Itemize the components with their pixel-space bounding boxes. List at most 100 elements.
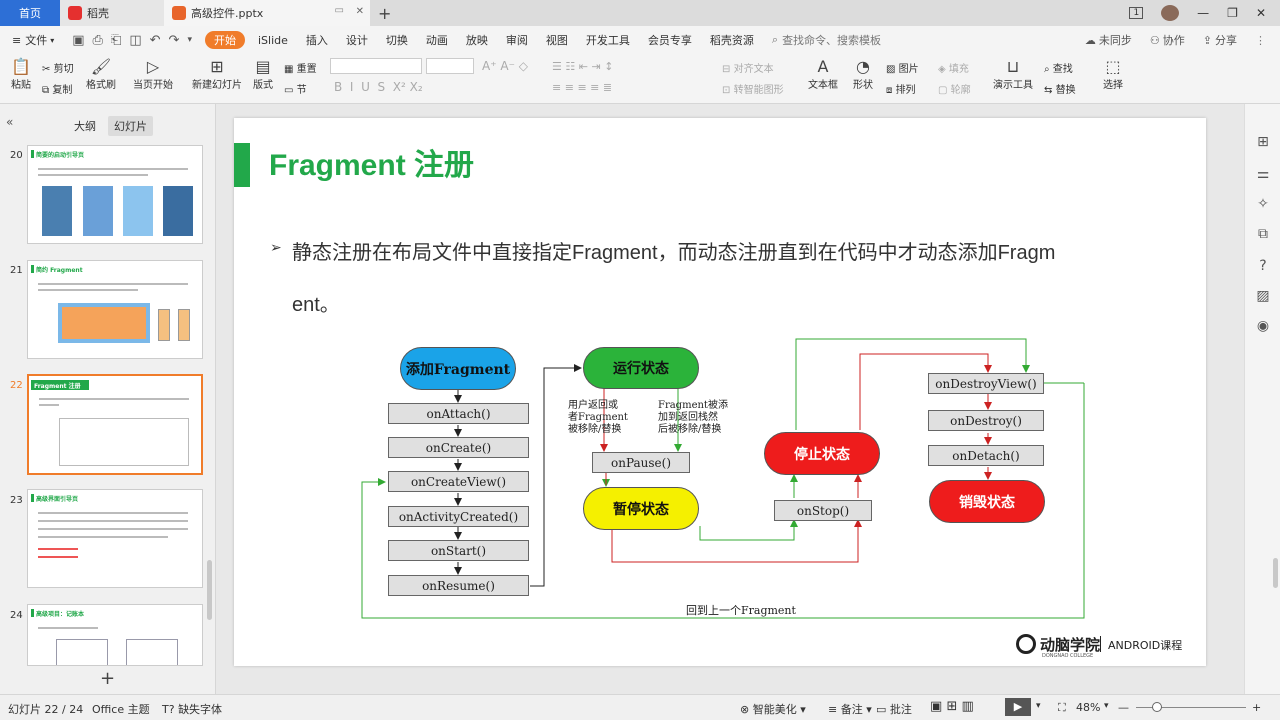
- notes-button[interactable]: ≡ 备注 ▾: [828, 703, 872, 716]
- monitor-icon[interactable]: ▭: [334, 5, 344, 16]
- reading-view-icon[interactable]: ▥: [961, 699, 974, 714]
- cut-button[interactable]: ✂ 剪切: [42, 60, 74, 75]
- help-icon[interactable]: ?: [1259, 258, 1267, 274]
- collapse-panel-icon[interactable]: «: [6, 115, 14, 129]
- superscript-icon[interactable]: X²: [392, 80, 406, 94]
- save-icon[interactable]: ▣: [72, 32, 85, 48]
- command-search[interactable]: ⌕查找命令、搜索模板: [763, 26, 890, 54]
- align-left-icon[interactable]: ≡: [552, 81, 562, 94]
- bold-icon[interactable]: B: [334, 80, 343, 94]
- slide-thumbnail-21[interactable]: 简约 Fragment: [27, 260, 203, 359]
- shape-button[interactable]: ◔形状: [848, 58, 878, 92]
- align-right-icon[interactable]: ≡: [577, 81, 587, 94]
- line-spacing-icon[interactable]: ↕: [604, 60, 614, 73]
- menu-view[interactable]: 视图: [537, 26, 577, 54]
- slide-canvas[interactable]: Fragment 注册 ➢ 静态注册在布局文件中直接指定Fragment，而动态…: [234, 118, 1206, 666]
- replace-button[interactable]: ⇆ 替换: [1044, 81, 1076, 96]
- slide-thumbnail-20[interactable]: 简要的启动引导页: [27, 145, 203, 244]
- menu-insert[interactable]: 插入: [297, 26, 337, 54]
- zoom-dropdown-icon[interactable]: ▾: [1104, 701, 1109, 711]
- paste-button[interactable]: 📋粘贴: [8, 58, 34, 92]
- select-button[interactable]: ⬚选择: [1096, 58, 1130, 92]
- window-badge[interactable]: 1: [1129, 7, 1144, 19]
- zoom-out-icon[interactable]: —: [1118, 701, 1129, 714]
- font-grow-icon[interactable]: A⁺: [482, 59, 497, 73]
- menu-islide[interactable]: iSlide: [249, 26, 297, 54]
- copy-panel-icon[interactable]: ⧉: [1258, 226, 1268, 242]
- customize-icon[interactable]: ▾: [187, 35, 192, 45]
- preview-icon[interactable]: ◫: [129, 32, 142, 48]
- file-menu[interactable]: ≡文件▾: [0, 26, 63, 54]
- bullet-list-icon[interactable]: ☰: [552, 60, 562, 73]
- align-text-button[interactable]: ⊟ 对齐文本: [722, 60, 774, 75]
- share-button[interactable]: ⇪分享: [1194, 26, 1246, 54]
- font-name-select[interactable]: [330, 58, 422, 74]
- menu-transition[interactable]: 切换: [377, 26, 417, 54]
- more-options-icon[interactable]: ⋮: [1255, 33, 1266, 47]
- pin-icon[interactable]: ✧: [1257, 196, 1269, 212]
- theme-name[interactable]: Office 主题: [92, 703, 150, 716]
- play-slideshow-button[interactable]: ▶: [1005, 698, 1031, 716]
- menu-developer[interactable]: 开发工具: [577, 26, 639, 54]
- normal-view-icon[interactable]: ▣: [930, 699, 943, 714]
- comments-button[interactable]: ▭ 批注: [876, 701, 912, 717]
- undo-icon[interactable]: ↶: [149, 32, 161, 48]
- arrange-button[interactable]: ⧈ 排列: [886, 81, 916, 96]
- smart-beautify-button[interactable]: ⊗ 智能美化 ▾: [740, 703, 806, 716]
- copy-button[interactable]: ⧉ 复制: [42, 81, 72, 96]
- section-button[interactable]: ▭ 节: [284, 81, 307, 96]
- fill-button[interactable]: ◈ 填充: [938, 60, 969, 75]
- missing-font-button[interactable]: T? 缺失字体: [162, 701, 222, 717]
- sync-status[interactable]: ☁未同步: [1076, 26, 1141, 54]
- menu-slideshow[interactable]: 放映: [457, 26, 497, 54]
- font-size-select[interactable]: [426, 58, 474, 74]
- tab-document[interactable]: 高级控件.pptx ▭ ✕: [164, 0, 370, 26]
- fit-window-icon[interactable]: ⛶: [1058, 701, 1066, 714]
- export-icon[interactable]: ⎙: [92, 32, 103, 48]
- outdent-icon[interactable]: ⇥: [591, 60, 601, 73]
- panel-scrollbar[interactable]: [207, 560, 212, 620]
- indent-icon[interactable]: ⇤: [578, 60, 588, 73]
- slide-thumbnail-22[interactable]: Fragment 注册: [27, 374, 203, 475]
- justify-icon[interactable]: ≡: [590, 81, 600, 94]
- avatar[interactable]: [1161, 5, 1180, 21]
- menu-animation[interactable]: 动画: [417, 26, 457, 54]
- reset-button[interactable]: ▦ 重置: [284, 60, 317, 75]
- slide-thumbnail-23[interactable]: 高级界面引导页: [27, 489, 203, 588]
- close-window-icon[interactable]: ✕: [1255, 6, 1266, 20]
- slide-thumbnail-24[interactable]: 高级项目：记账本: [27, 604, 203, 666]
- outline-button[interactable]: ▢ 轮廓: [938, 81, 971, 96]
- menu-docer-resources[interactable]: 稻壳资源: [701, 26, 763, 54]
- present-tools-button[interactable]: ⊔演示工具: [988, 58, 1038, 92]
- font-shrink-icon[interactable]: A⁻: [500, 59, 515, 73]
- location-icon[interactable]: ◉: [1256, 318, 1270, 334]
- close-tab-icon[interactable]: ✕: [355, 6, 364, 17]
- menu-home[interactable]: 开始: [204, 31, 245, 49]
- adjust-icon[interactable]: ⚌: [1256, 166, 1270, 182]
- new-tab-button[interactable]: +: [370, 0, 399, 26]
- add-slide-button[interactable]: +: [100, 668, 115, 689]
- tab-home[interactable]: 首页: [0, 0, 60, 26]
- subscript-icon[interactable]: X₂: [409, 80, 423, 94]
- image-tool-icon[interactable]: ▨: [1256, 288, 1270, 304]
- tab-outline[interactable]: 大纲: [74, 120, 96, 133]
- distribute-icon[interactable]: ≣: [602, 81, 613, 94]
- print-icon[interactable]: ⎗: [110, 32, 122, 48]
- picture-button[interactable]: ▨ 图片: [886, 60, 919, 75]
- align-center-icon[interactable]: ≡: [564, 81, 574, 94]
- menu-design[interactable]: 设计: [337, 26, 377, 54]
- zoom-in-icon[interactable]: +: [1252, 701, 1262, 714]
- object-properties-icon[interactable]: ⊞: [1257, 134, 1269, 150]
- slideshow-options-icon[interactable]: ▾: [1036, 701, 1041, 711]
- zoom-slider-track[interactable]: [1136, 707, 1246, 708]
- find-button[interactable]: ⌕ 查找: [1044, 60, 1073, 75]
- zoom-level[interactable]: 48%: [1076, 701, 1101, 714]
- italic-icon[interactable]: I: [349, 80, 354, 94]
- format-painter-button[interactable]: 🖌格式刷: [84, 58, 118, 92]
- menu-member[interactable]: 会员专享: [639, 26, 701, 54]
- strikethrough-icon[interactable]: S: [377, 80, 386, 94]
- restore-icon[interactable]: ❐: [1227, 6, 1238, 20]
- menu-review[interactable]: 审阅: [497, 26, 537, 54]
- redo-icon[interactable]: ↷: [168, 32, 180, 48]
